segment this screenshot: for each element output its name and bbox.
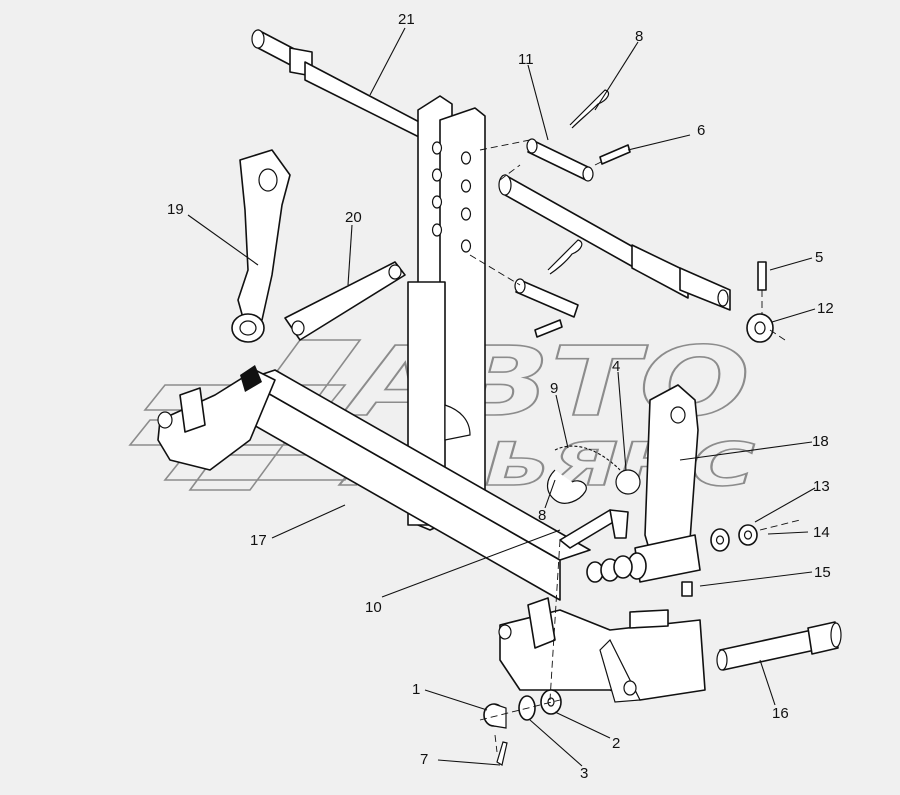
assembly-axes (469, 139, 801, 753)
callout-14: 14 (813, 524, 830, 541)
callout-15: 15 (814, 564, 831, 581)
leader-lines (187, 27, 816, 767)
part-1-nut (483, 703, 507, 729)
callout-3: 3 (580, 765, 588, 782)
callout-6: 6 (697, 122, 705, 139)
part-19-bracket (231, 149, 291, 343)
part-9-chain (554, 445, 621, 471)
callout-8-lower: 8 (538, 507, 546, 524)
part-18-upright (627, 384, 701, 583)
part-2-washer (540, 689, 562, 715)
part-8-clip-lower (546, 469, 587, 504)
callout-labels: 21 11 8 6 19 20 5 12 9 4 18 8 13 14 17 1… (167, 11, 834, 782)
part-8-clip-upper (569, 89, 610, 129)
callout-9: 9 (550, 380, 558, 397)
mid-clip (547, 239, 583, 275)
part-6-key (599, 144, 631, 165)
callout-13: 13 (813, 478, 830, 495)
part-16-axle (716, 621, 842, 671)
part-7-cotter-pin (496, 741, 508, 766)
callout-10: 10 (365, 599, 382, 616)
callout-4: 4 (612, 358, 620, 375)
callout-7: 7 (420, 751, 428, 768)
bearings (586, 524, 758, 583)
mid-key (534, 319, 563, 338)
callout-1: 1 (412, 681, 420, 698)
mid-cross-shaft (498, 174, 731, 311)
part-12-collar (746, 313, 774, 343)
callout-2: 2 (612, 735, 620, 752)
part-20-link-bar (284, 261, 406, 341)
part-4-ring (615, 469, 641, 495)
callout-5: 5 (815, 249, 823, 266)
part-11-pin (526, 138, 594, 182)
part-10-pin (559, 509, 629, 549)
callout-16: 16 (772, 705, 789, 722)
callout-20: 20 (345, 209, 362, 226)
part-21-upper-shaft (251, 29, 426, 141)
callout-19: 19 (167, 201, 184, 218)
callout-8-upper: 8 (635, 28, 643, 45)
callout-11: 11 (518, 51, 534, 68)
part-5-spring-pin (757, 261, 767, 291)
callout-18: 18 (812, 433, 829, 450)
callout-17: 17 (250, 532, 267, 549)
part-15-grease-nipple (681, 581, 693, 597)
mid-pin (514, 278, 579, 318)
callout-21: 21 (398, 11, 415, 28)
callout-12: 12 (817, 300, 834, 317)
